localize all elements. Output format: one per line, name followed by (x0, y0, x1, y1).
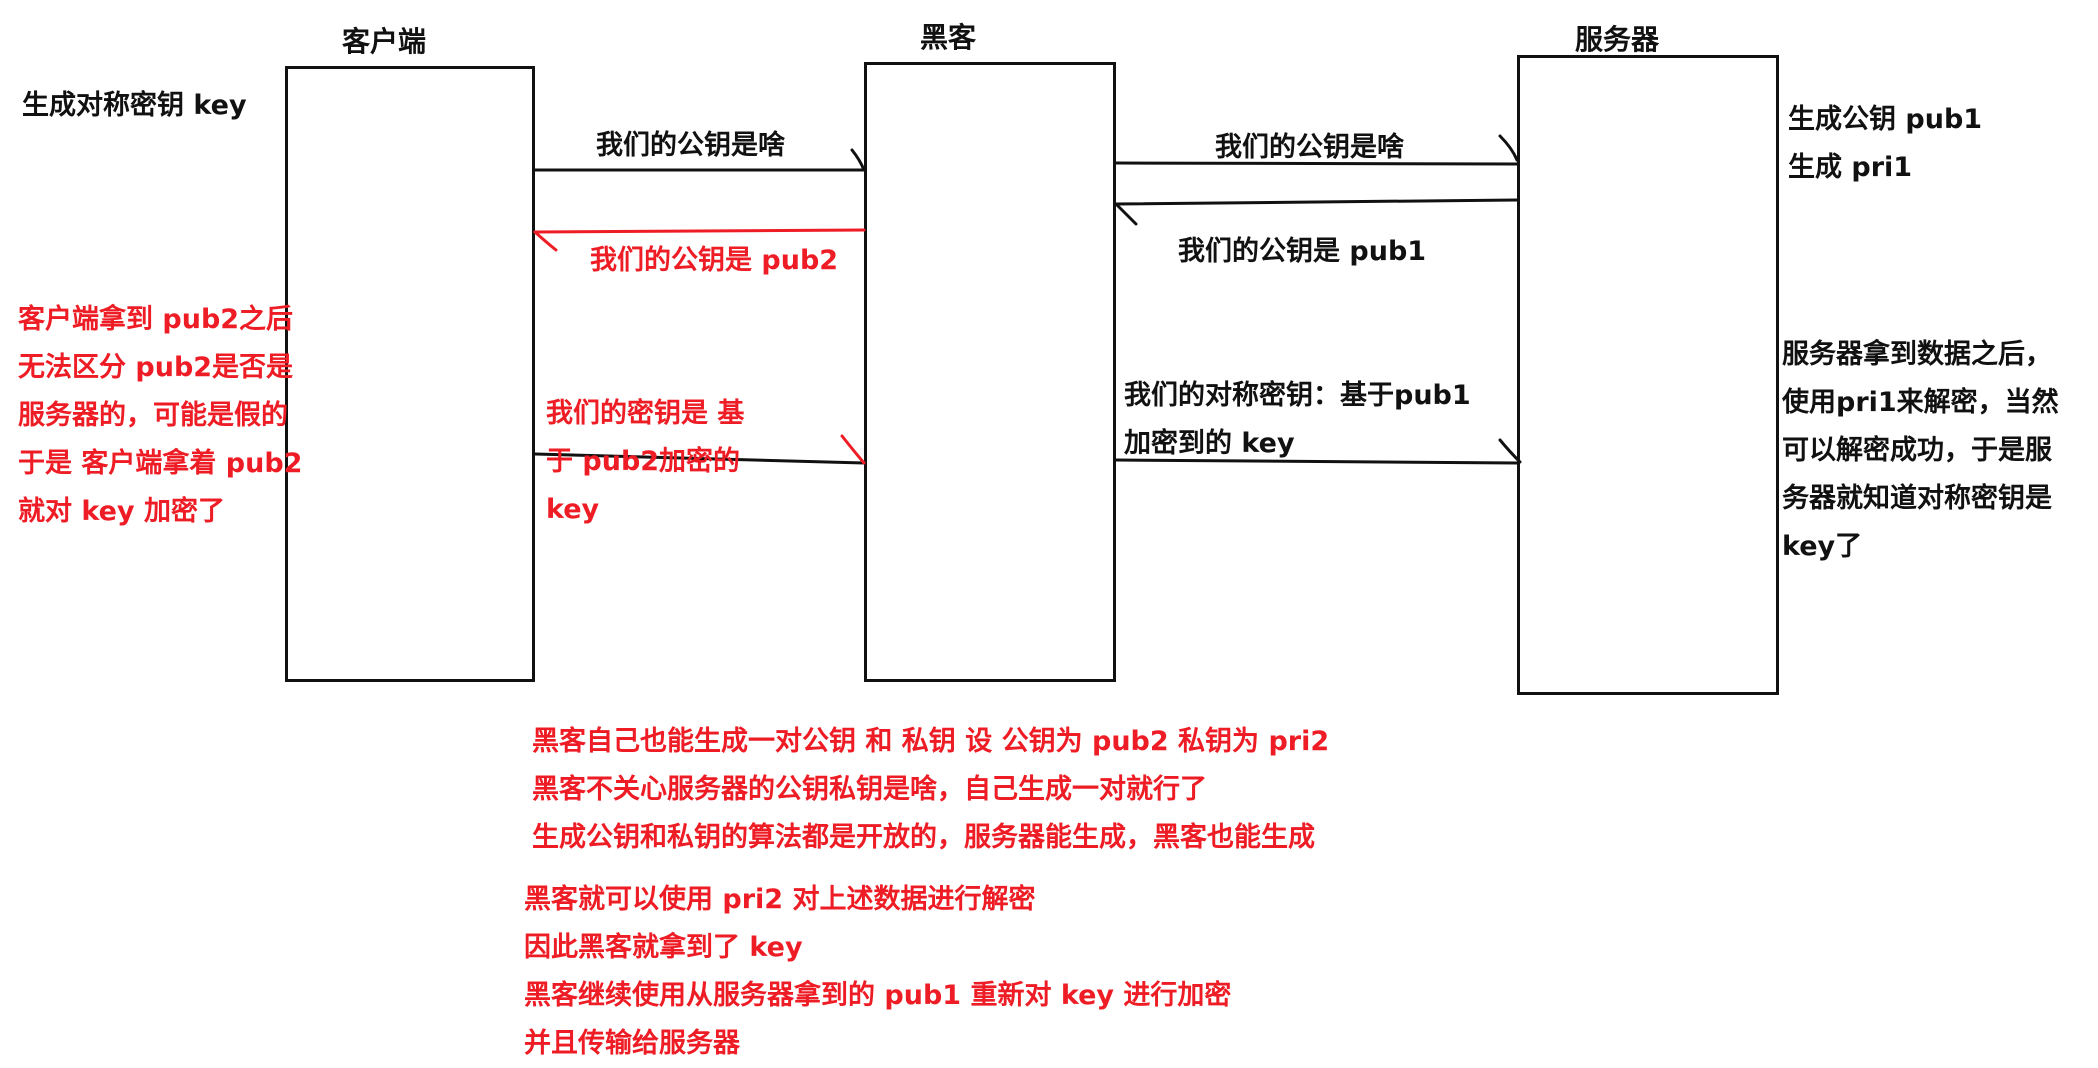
arrow-client-to-hacker-key (533, 434, 866, 465)
server-note-line: 使用pri1来解密，当然 (1782, 387, 2059, 418)
server-box (1517, 55, 1779, 695)
hacker-key-line: 加密到的 key (1124, 428, 1295, 459)
client-key-line: key (546, 494, 600, 525)
bottom-note-line: 黑客就可以使用 pri2 对上述数据进行解密 (524, 884, 1036, 915)
right-note-line-1: 生成公钥 pub1 (1788, 104, 1983, 135)
bottom-note-line: 生成公钥和私钥的算法都是开放的，服务器能生成，黑客也能生成 (532, 822, 1315, 853)
label-hacker-ask-server: 我们的公钥是啥 (1215, 132, 1404, 163)
hacker-key-line: 我们的对称密钥：基于pub1 (1124, 380, 1471, 411)
client-note-line: 无法区分 pub2是否是 (18, 352, 294, 383)
client-explanation-note: 客户端拿到 pub2之后 无法区分 pub2是否是 服务器的，可能是假的 于是 … (18, 296, 302, 536)
client-key-line: 于 pub2加密的 (546, 446, 741, 477)
right-note-line-2: 生成 pri1 (1788, 152, 1913, 183)
hacker-box (864, 62, 1116, 682)
arrow-hacker-to-server-ask (1114, 134, 1519, 166)
server-explanation-note: 服务器拿到数据之后， 使用pri1来解密，当然 可以解密成功，于是服 务器就知道… (1782, 331, 2059, 571)
bottom-note-line: 因此黑客就拿到了 key (524, 932, 803, 963)
client-box (285, 66, 535, 682)
label-hacker-reply-client: 我们的公钥是 pub2 (590, 245, 839, 276)
arrow-server-to-hacker-reply (1114, 198, 1519, 226)
label-client-ask: 我们的公钥是啥 (596, 130, 785, 161)
bottom-note-line: 黑客继续使用从服务器拿到的 pub1 重新对 key 进行加密 (524, 980, 1232, 1011)
hacker-title: 黑客 (920, 21, 977, 54)
bottom-note-group-1: 黑客自己也能生成一对公钥 和 私钥 设 公钥为 pub2 私钥为 pri2 黑客… (532, 718, 1329, 862)
right-keypair-note: 生成公钥 pub1 生成 pri1 (1788, 96, 1982, 192)
client-key-line: 我们的密钥是 基 (546, 398, 745, 429)
bottom-note-line: 黑客不关心服务器的公钥私钥是啥，自己生成一对就行了 (532, 774, 1207, 805)
bottom-note-line: 黑客自己也能生成一对公钥 和 私钥 设 公钥为 pub2 私钥为 pri2 (532, 726, 1330, 757)
left-key-note: 生成对称密钥 key (22, 90, 247, 121)
bottom-note-line: 并且传输给服务器 (524, 1028, 740, 1059)
server-note-line: 可以解密成功，于是服 (1782, 435, 2052, 466)
client-title: 客户端 (342, 25, 427, 58)
client-note-line: 客户端拿到 pub2之后 (18, 304, 294, 335)
label-server-reply: 我们的公钥是 pub1 (1178, 236, 1427, 267)
arrow-hacker-to-server-key (1114, 438, 1522, 465)
client-note-line: 就对 key 加密了 (18, 496, 225, 527)
server-note-line: 服务器拿到数据之后， (1782, 339, 2052, 370)
label-client-key: 我们的密钥是 基 于 pub2加密的 key (546, 390, 744, 534)
server-note-line: 务器就知道对称密钥是 (1782, 483, 2052, 514)
server-title: 服务器 (1575, 23, 1660, 56)
label-hacker-key: 我们的对称密钥：基于pub1 加密到的 key (1124, 372, 1471, 468)
server-note-line: key了 (1782, 531, 1863, 562)
arrow-hacker-to-client-reply (533, 228, 866, 252)
client-note-line: 服务器的，可能是假的 (18, 400, 288, 431)
arrow-client-to-hacker-ask (533, 148, 866, 172)
bottom-note-group-2: 黑客就可以使用 pri2 对上述数据进行解密 因此黑客就拿到了 key 黑客继续… (524, 876, 1231, 1068)
client-note-line: 于是 客户端拿着 pub2 (18, 448, 303, 479)
